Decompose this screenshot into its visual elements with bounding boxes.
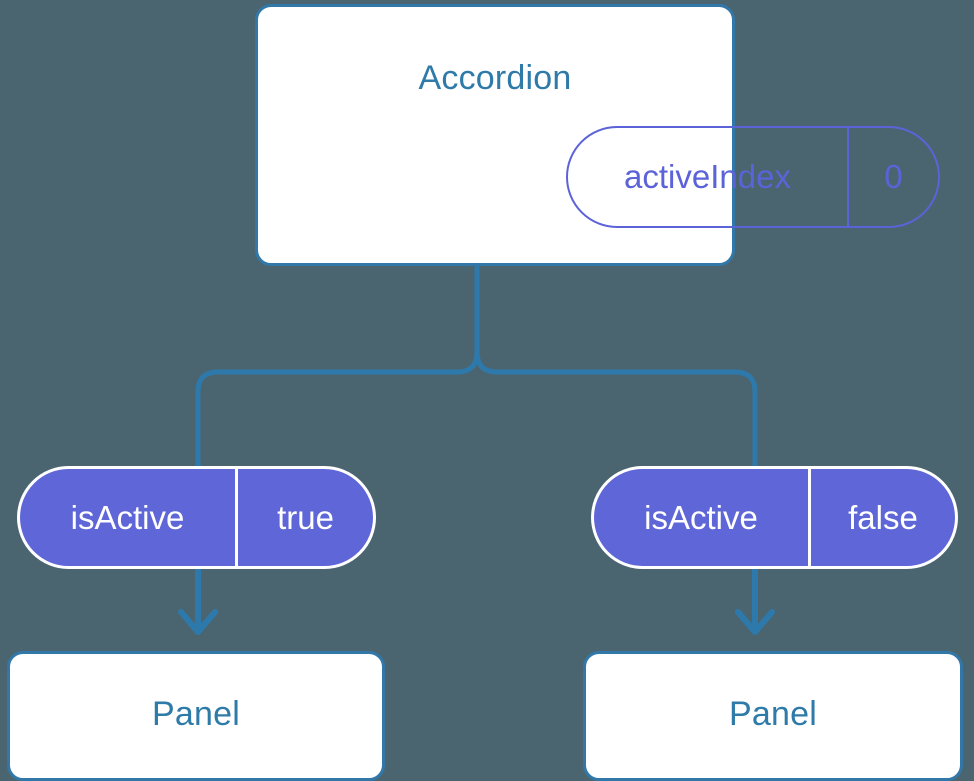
is-active-value-left: true [235,469,373,566]
active-index-state-pill: activeIndex 0 [566,126,940,228]
panel-component-card-left: Panel [7,651,385,781]
active-index-value: 0 [847,128,938,226]
panel-title-left: Panel [152,695,240,733]
accordion-title: Accordion [418,59,572,97]
accordion-component-card: Accordion activeIndex 0 [255,4,940,266]
is-active-value-right: false [808,469,955,566]
is-active-prop-pill-left: isActive true [17,466,376,569]
branch-connector-left [195,349,480,469]
arrow-left [178,566,218,635]
active-index-key: activeIndex [624,158,791,195]
is-active-key-right: isActive [644,498,758,536]
panel-title-right: Panel [729,695,817,733]
branch-connector [474,263,758,469]
is-active-prop-pill-right: isActive false [591,466,958,569]
is-active-key-left: isActive [70,498,185,536]
panel-component-card-right: Panel [583,651,963,781]
arrow-right [735,566,775,635]
